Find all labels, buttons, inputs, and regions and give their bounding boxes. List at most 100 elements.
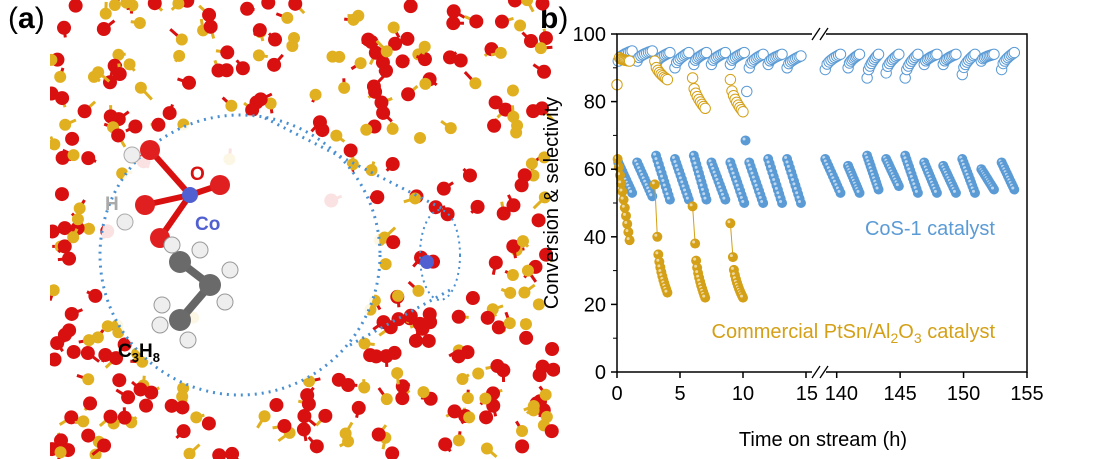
cos-1-conversion-point-highlight <box>907 167 911 171</box>
silicon-atom <box>50 138 61 151</box>
cos-1-conversion-point <box>768 171 779 182</box>
cos-1-conversion-point-highlight <box>730 167 734 171</box>
x-tick-label: 0 <box>611 383 622 405</box>
cos-1-conversion-point-highlight <box>654 157 658 161</box>
silicon-atom <box>518 286 531 299</box>
cos-1-conversion-point <box>671 158 682 169</box>
cos-1-conversion-point-highlight <box>960 159 964 163</box>
cos-1-conversion-point-highlight <box>643 179 647 183</box>
oxygen-atom <box>297 409 312 424</box>
cos-1-selectivity-point <box>659 49 671 61</box>
silicon-atom <box>480 442 493 455</box>
cos-1-selectivity-point <box>995 63 1008 76</box>
cos-1-conversion-point-highlight <box>690 152 694 156</box>
ptsn-al2o3-conversion-point-highlight <box>664 289 668 293</box>
cos-1-conversion-point <box>978 168 989 179</box>
silicon-atom <box>352 9 365 22</box>
cos-1-conversion-point <box>907 172 918 183</box>
cos-1-conversion-point <box>748 169 759 180</box>
cos-1-selectivity-point <box>747 55 759 67</box>
silicon-atom <box>379 258 392 271</box>
cos-1-conversion-point-highlight <box>886 164 890 168</box>
cos-1-conversion-point <box>910 180 921 191</box>
cos-1-selectivity-point <box>709 52 721 65</box>
cos-1-selectivity-point <box>745 57 757 69</box>
oxygen-atom <box>103 409 118 424</box>
ptsn-al2o3-conversion-point-highlight <box>692 240 696 244</box>
cos-1-selectivity-point <box>710 51 723 63</box>
cos-1-conversion-point-highlight <box>825 162 829 166</box>
cos-1-conversion-point <box>733 181 744 192</box>
ptsn-al2o3-conversion-point-highlight <box>696 274 700 278</box>
cos-1-conversion-point <box>832 181 843 192</box>
ptsn-al2o3-conversion-point-highlight <box>657 264 661 268</box>
cos-1-conversion-point-highlight <box>777 195 781 199</box>
ptsn-al2o3-conversion-point <box>621 210 632 221</box>
cos-1-conversion-point <box>989 184 1000 195</box>
cos-1-conversion-point <box>862 150 873 161</box>
cos-1-conversion-point <box>940 166 951 177</box>
oxygen-atom <box>400 31 415 46</box>
cos-1-conversion-point-highlight <box>983 174 987 178</box>
cos-1-selectivity-point <box>834 48 847 60</box>
ptsn-al2o3-selectivity-point <box>696 98 708 110</box>
oxygen-atom <box>395 54 410 69</box>
silicon-atom <box>258 410 271 423</box>
silicon-atom <box>309 88 322 101</box>
cos-1-conversion-point-highlight <box>641 176 645 180</box>
oxygen-atom <box>176 424 191 439</box>
ptsn-al2o3-selectivity-point <box>653 66 666 79</box>
cos-1-conversion-point-highlight <box>734 179 738 183</box>
cos-1-conversion-point-highlight <box>760 200 764 203</box>
cos-1-selectivity-point <box>762 58 774 71</box>
cos-1-conversion-point-highlight <box>635 162 639 166</box>
cos-1-selectivity-point <box>845 55 857 67</box>
cos-1-conversion-point <box>909 176 920 187</box>
ptsn-al2o3-conversion-point-highlight <box>621 204 625 208</box>
cos-1-conversion-point-highlight <box>978 166 982 170</box>
ptsn-al2o3-conversion-point <box>615 170 626 181</box>
cos-1-conversion-point <box>695 172 706 183</box>
cos-1-selectivity-point <box>975 55 988 67</box>
oxygen-atom <box>98 347 113 362</box>
cos-1-conversion-point <box>771 180 782 191</box>
ptsn-al2o3-conversion-point <box>656 267 667 278</box>
ptsn-al2o3-selectivity-point <box>660 72 672 85</box>
cos-1-conversion-point-highlight <box>980 170 984 174</box>
oxygen-atom <box>469 14 484 29</box>
cos-1-conversion-point-highlight <box>942 168 946 172</box>
cos-1-conversion-point <box>691 159 702 170</box>
cos-1-conversion-point-highlight <box>941 165 945 169</box>
cos-1-conversion-point <box>997 160 1008 171</box>
cos-1-conversion-point-highlight <box>932 186 936 190</box>
silicon-atom <box>91 331 104 344</box>
cos-1-conversion-point <box>730 173 741 184</box>
cos-1-conversion-point-highlight <box>627 186 631 190</box>
cos-1-selectivity-point <box>707 54 719 66</box>
cos-1-conversion-point-highlight <box>923 165 927 169</box>
silicon-atom <box>50 284 60 297</box>
ptsn-al2o3-conversion-point-highlight <box>623 212 627 216</box>
cos-1-selectivity-point <box>694 50 706 62</box>
cos-1-conversion-point <box>949 185 960 196</box>
cos-1-selectivity-point <box>738 46 750 59</box>
cos-1-selectivity-point <box>612 55 624 67</box>
ptsn-al2o3-conversion-point <box>657 271 668 282</box>
ptsn-al2o3-selectivity-point <box>734 101 746 114</box>
oxygen-atom <box>88 288 103 303</box>
cos-1-selectivity-point <box>748 53 761 66</box>
cos-1-selectivity-point <box>639 48 651 60</box>
cos-1-conversion-point-highlight <box>998 159 1002 163</box>
silicon-atom <box>504 286 517 299</box>
cos-1-selectivity-point <box>848 52 860 64</box>
cos-1-conversion-point-highlight <box>735 183 739 187</box>
oxygen-atom <box>537 64 552 79</box>
cos-1-conversion-point <box>720 194 731 205</box>
cos-1-conversion-point <box>868 170 879 181</box>
oxygen-atom <box>447 404 462 419</box>
ptsn-al2o3-selectivity-point <box>686 72 699 84</box>
cos-1-selectivity-point <box>752 51 764 63</box>
oxygen-atom <box>451 349 466 364</box>
active-site-ellipse <box>419 209 461 301</box>
connector-line <box>729 223 734 258</box>
